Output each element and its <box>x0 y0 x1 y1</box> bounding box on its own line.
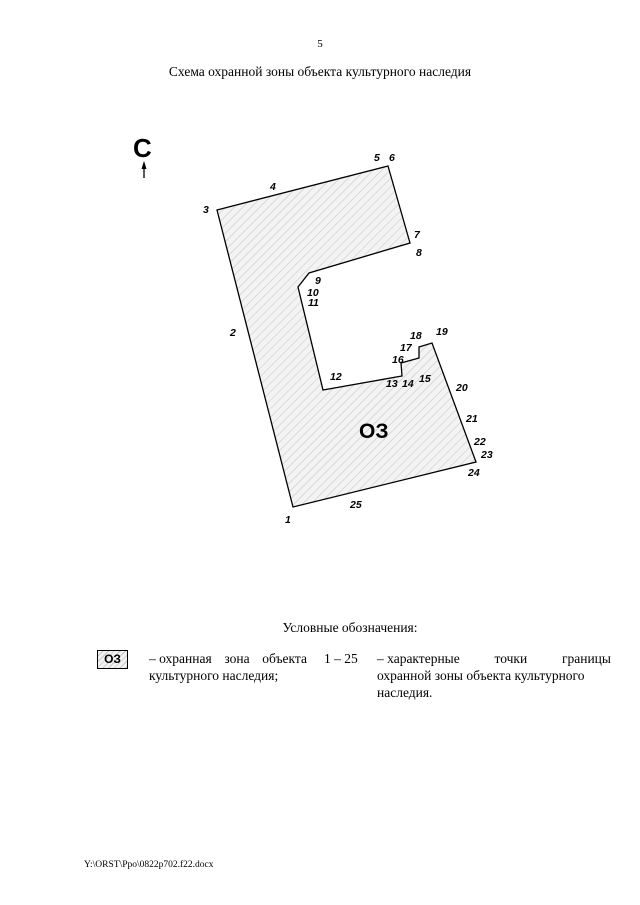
boundary-point-label: 25 <box>349 499 362 511</box>
legend-zone-description: – охранная зона объекта культурного насл… <box>149 650 307 684</box>
zone-label: ОЗ <box>359 420 389 443</box>
boundary-point-label: 20 <box>455 382 468 394</box>
legend-points-range: 1 – 25 <box>324 651 358 666</box>
boundary-point-label: 22 <box>473 436 486 448</box>
boundary-point-label: 9 <box>315 275 321 287</box>
boundary-point-label: 15 <box>419 373 431 385</box>
boundary-point-label: 18 <box>410 330 422 342</box>
boundary-point-label: 2 <box>229 327 236 339</box>
legend-points-desc-line2: охранной зоны объекта культурного <box>377 668 585 683</box>
legend-points-desc-word: точки <box>494 651 528 666</box>
boundary-point-label: 12 <box>330 371 342 383</box>
legend-zone-desc-line2: культурного наследия; <box>149 668 279 683</box>
boundary-point-label: 11 <box>308 297 319 309</box>
legend-points-description: – характерные точки границы охранной зон… <box>377 650 611 701</box>
boundary-point-label: 23 <box>480 449 493 461</box>
boundary-point-label: 17 <box>400 342 413 354</box>
north-arrow-icon <box>141 161 147 169</box>
boundary-point-label: 21 <box>465 413 478 425</box>
legend-points-desc-word: – характерные <box>377 651 460 666</box>
legend-zone-desc-word: объекта <box>262 651 307 666</box>
boundary-point-label: 14 <box>402 378 414 390</box>
page-number: 5 <box>317 38 323 50</box>
boundary-point-label: 8 <box>416 247 422 259</box>
legend-points-desc-line3: наследия. <box>377 685 433 700</box>
file-path-footer: Y:\ORST\Ppo\0822p702.f22.docx <box>84 860 214 870</box>
legend-zone-desc-word: – охранная <box>149 651 212 666</box>
page-title: Схема охранной зоны объекта культурного … <box>168 64 472 79</box>
boundary-point-label: 10 <box>307 287 319 299</box>
boundary-point-label: 3 <box>203 204 209 216</box>
boundary-point-label: 1 <box>285 514 291 526</box>
protection-zone-polygon <box>216 165 477 508</box>
boundary-point-label: 4 <box>269 181 276 193</box>
boundary-point-label: 7 <box>414 229 421 241</box>
boundary-point-label: 16 <box>392 354 404 366</box>
north-letter: С <box>133 133 152 163</box>
boundary-point-label: 5 <box>374 152 380 164</box>
boundary-point-label: 19 <box>436 326 448 338</box>
boundary-point-label: 24 <box>467 467 480 479</box>
boundary-point-label: 13 <box>386 378 398 390</box>
legend-title: Условные обозначения: <box>282 620 418 635</box>
legend-zone-desc-word: зона <box>224 651 250 666</box>
boundary-point-label: 6 <box>389 152 395 164</box>
legend-zone-symbol: ОЗ <box>97 650 128 669</box>
legend-points-desc-word: границы <box>561 651 611 666</box>
